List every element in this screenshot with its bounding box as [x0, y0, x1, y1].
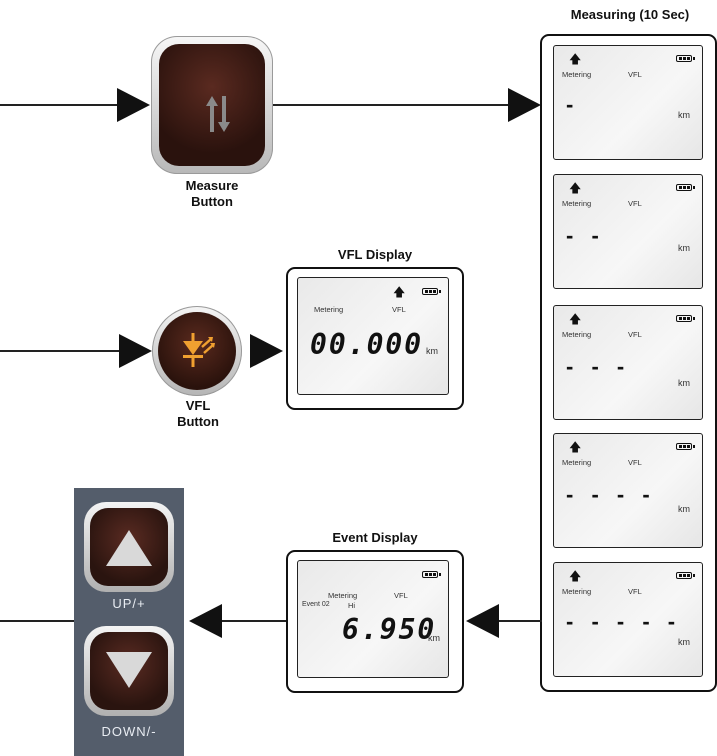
- vfl-value: 00.000: [310, 328, 424, 361]
- laser-diode-icon: [183, 333, 215, 367]
- vfl-display-title: VFL Display: [337, 247, 413, 262]
- arrow-to-vfl-display: [250, 334, 283, 368]
- vfl-caption-line2: Button: [177, 414, 219, 429]
- measuring-screen: 🡅 Metering VFL - - - km: [553, 305, 703, 420]
- unit-label: km: [678, 378, 690, 388]
- measuring-screen: 🡅 Metering VFL - km: [553, 45, 703, 160]
- vfl-label: VFL: [628, 458, 642, 467]
- metering-label: Metering: [562, 587, 592, 596]
- vfl-button[interactable]: [152, 306, 242, 396]
- unit-label: km: [678, 504, 690, 514]
- event-display-screen: Metering VFL Event 02 Hi 6.950 km: [297, 560, 449, 678]
- down-label: DOWN/-: [101, 724, 157, 739]
- measure-button-caption: Measure Button: [162, 178, 262, 210]
- arrow-to-measure-button: [117, 88, 150, 122]
- vfl-label: VFL: [628, 587, 642, 596]
- arrow-to-vfl-button: [119, 334, 152, 368]
- up-down-arrows-icon: [206, 96, 230, 132]
- vfl-label: VFL: [628, 70, 642, 79]
- measure-caption-line1: Measure: [185, 178, 239, 193]
- measuring-dashes: -: [566, 92, 580, 117]
- up-button-face: [90, 508, 168, 586]
- vfl-label: VFL: [394, 591, 408, 600]
- metering-label: Metering: [562, 70, 592, 79]
- connector-line-measuring-to-event: [498, 620, 542, 622]
- battery-icon: [676, 443, 695, 450]
- connector-line-measure-out: [273, 104, 513, 106]
- vfl-label: VFL: [392, 305, 406, 314]
- connector-line-event-to-panel: [222, 620, 286, 622]
- battery-icon: [676, 184, 695, 191]
- measure-button[interactable]: [151, 36, 273, 174]
- event-value: 6.950: [342, 613, 437, 646]
- up-arrow-icon: 🡅: [569, 312, 582, 326]
- measuring-dashes: - - -: [566, 354, 631, 379]
- triangle-up-icon: [106, 530, 152, 566]
- up-arrow-icon: 🡅: [569, 181, 582, 195]
- battery-icon: [676, 572, 695, 579]
- measuring-screen: 🡅 Metering VFL - - - - - km: [553, 562, 703, 677]
- measuring-screen: 🡅 Metering VFL - - km: [553, 174, 703, 289]
- metering-label: Metering: [314, 305, 344, 314]
- up-arrow-icon: 🡅: [393, 285, 406, 299]
- metering-label: Metering: [328, 591, 358, 600]
- measure-caption-line2: Button: [191, 194, 233, 209]
- unit-label: km: [678, 637, 690, 647]
- vfl-label: VFL: [628, 330, 642, 339]
- battery-icon: [422, 288, 441, 295]
- metering-label: Metering: [562, 199, 592, 208]
- measuring-dashes: - - - -: [566, 482, 656, 507]
- battery-icon: [676, 55, 695, 62]
- arrow-to-event-display: [466, 604, 499, 638]
- down-button-face: [90, 632, 168, 710]
- triangle-down-icon: [106, 652, 152, 688]
- vfl-display-screen: 🡅 Metering VFL 00.000 km: [297, 277, 449, 395]
- connector-line-panel-out: [0, 620, 74, 622]
- measuring-dashes: - -: [566, 223, 605, 248]
- connector-line-vfl-in: [0, 350, 122, 352]
- up-arrow-icon: 🡅: [569, 440, 582, 454]
- measuring-title: Measuring (10 Sec): [570, 7, 690, 22]
- vfl-button-face: [158, 312, 236, 390]
- vfl-caption-line1: VFL: [185, 398, 211, 413]
- vfl-button-caption: VFL Button: [148, 398, 248, 430]
- metering-label: Metering: [562, 458, 592, 467]
- event-display-title: Event Display: [332, 530, 418, 545]
- hi-label: Hi: [348, 601, 356, 610]
- unit-label: km: [678, 243, 690, 253]
- measuring-screen: 🡅 Metering VFL - - - - km: [553, 433, 703, 548]
- up-label: UP/+: [112, 596, 146, 611]
- connector-line-measure-in: [0, 104, 120, 106]
- down-button[interactable]: [84, 626, 174, 716]
- metering-label: Metering: [562, 330, 592, 339]
- battery-icon: [676, 315, 695, 322]
- measure-button-face: [159, 44, 265, 166]
- up-arrow-icon: 🡅: [569, 52, 582, 66]
- unit-label: km: [426, 346, 438, 356]
- arrow-to-updown-panel: [189, 604, 222, 638]
- up-button[interactable]: [84, 502, 174, 592]
- unit-label: km: [428, 633, 440, 643]
- event-label: Event 02: [302, 601, 330, 608]
- arrow-to-measuring: [508, 88, 541, 122]
- up-arrow-icon: 🡅: [569, 569, 582, 583]
- updown-panel: UP/+ DOWN/-: [74, 488, 184, 756]
- battery-icon: [422, 571, 441, 578]
- unit-label: km: [678, 110, 690, 120]
- measuring-dashes: - - - - -: [566, 609, 682, 634]
- vfl-label: VFL: [628, 199, 642, 208]
